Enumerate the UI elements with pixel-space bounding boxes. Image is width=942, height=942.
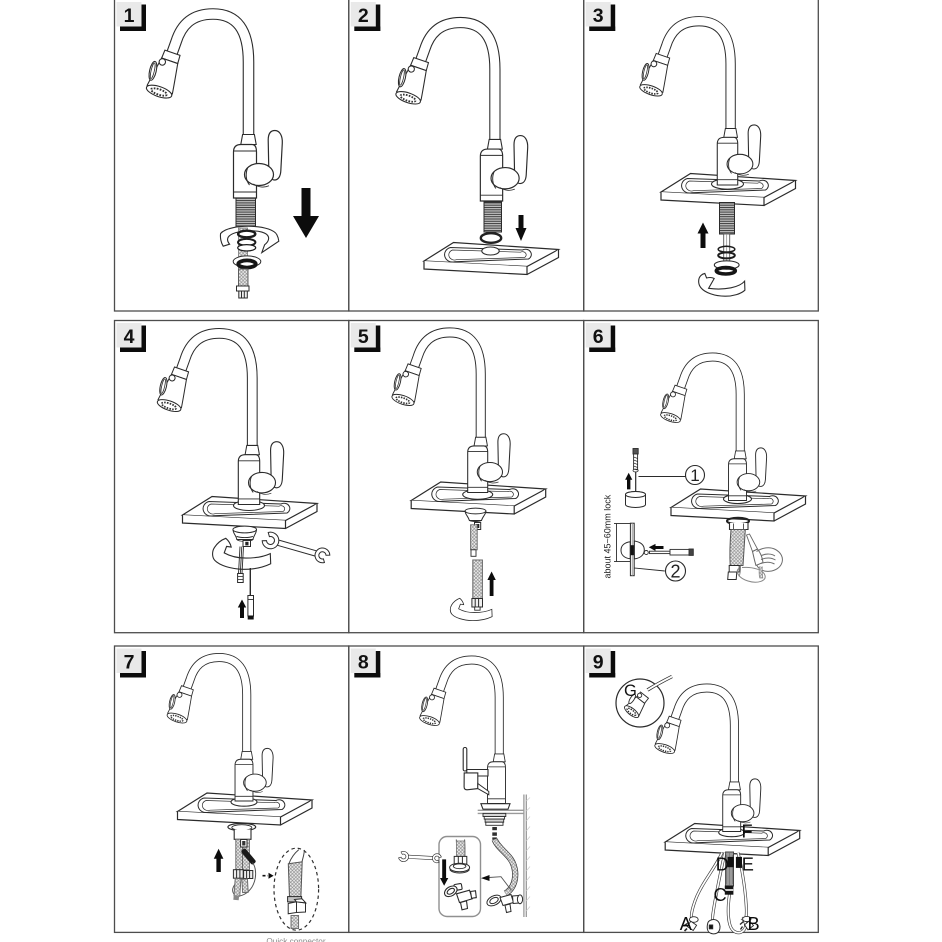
svg-text:G: G <box>624 682 637 700</box>
svg-text:6: 6 <box>593 326 604 348</box>
svg-text:8: 8 <box>358 652 369 674</box>
svg-text:D: D <box>716 854 729 874</box>
svg-text:4: 4 <box>124 326 135 348</box>
svg-text:1: 1 <box>690 466 699 485</box>
svg-text:9: 9 <box>593 652 604 674</box>
svg-text:2: 2 <box>670 562 680 582</box>
svg-text:1: 1 <box>124 5 135 27</box>
svg-text:5: 5 <box>358 326 369 348</box>
svg-text:E: E <box>742 855 754 875</box>
svg-text:C: C <box>714 885 727 905</box>
svg-text:A: A <box>680 914 693 934</box>
svg-text:F: F <box>742 822 753 842</box>
svg-text:2: 2 <box>358 5 369 27</box>
svg-text:7: 7 <box>124 652 135 674</box>
svg-text:Quick connector: Quick connector <box>266 937 325 942</box>
svg-text:about 45~60mm lock: about 45~60mm lock <box>603 494 613 578</box>
svg-text:B: B <box>748 914 760 934</box>
svg-text:3: 3 <box>593 5 604 27</box>
